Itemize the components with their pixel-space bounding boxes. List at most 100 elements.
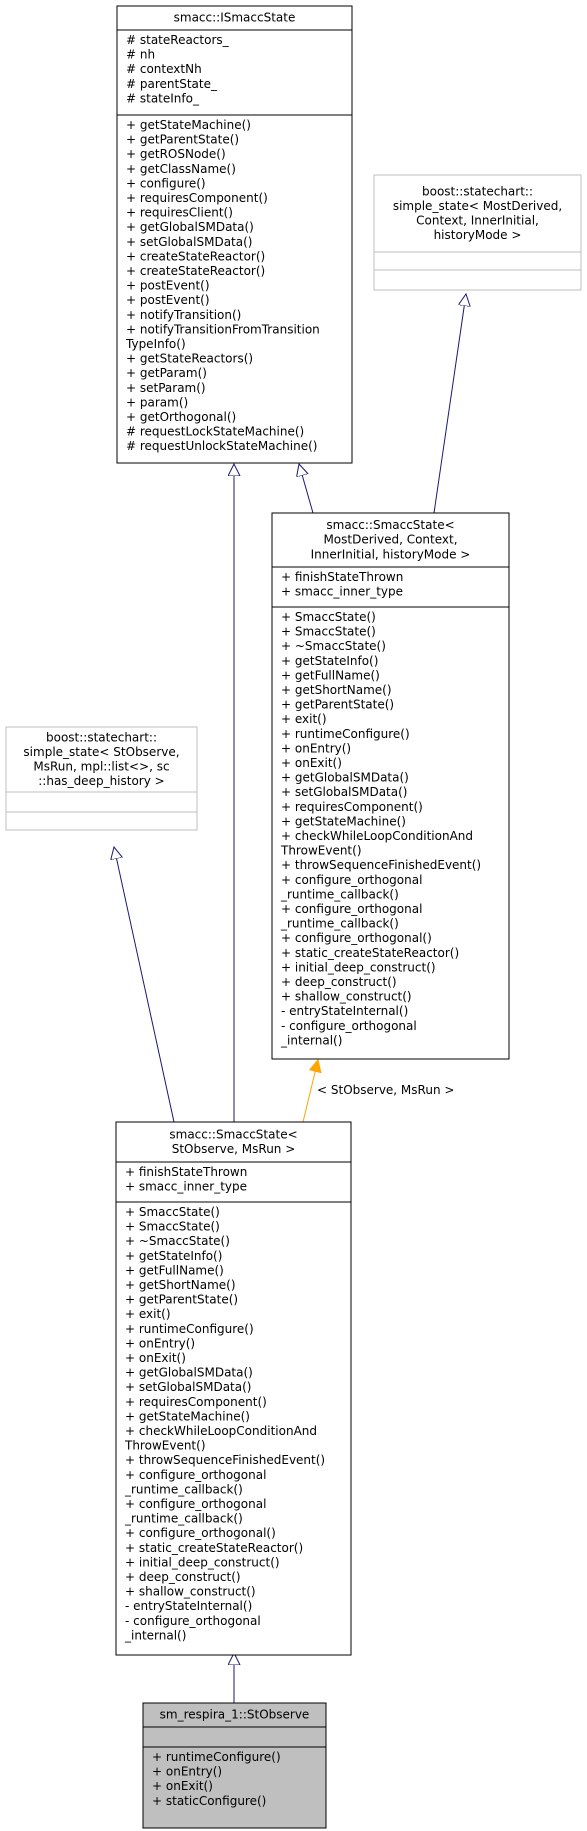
class-method: + getParentState() bbox=[126, 133, 239, 147]
class-method: + shallow_construct() bbox=[281, 990, 412, 1004]
class-method: + runtimeConfigure() bbox=[125, 1322, 254, 1336]
class-method: + static_createStateReactor() bbox=[125, 1541, 303, 1555]
class-method: + getROSNode() bbox=[126, 147, 226, 161]
class-method: + setGlobalSMData() bbox=[281, 785, 407, 799]
class-title-line: smacc::ISmaccState bbox=[174, 11, 296, 25]
class-method: + getStateInfo() bbox=[281, 654, 378, 668]
class-method: _internal() bbox=[124, 1628, 186, 1642]
class-title-line: boost::statechart:: bbox=[422, 184, 533, 198]
class-title-line: MostDerived, Context, bbox=[323, 533, 457, 547]
class-method: + onEntry() bbox=[281, 741, 351, 755]
class-title-line: MsRun, mpl::list<>, sc bbox=[33, 760, 169, 774]
class-method: + runtimeConfigure() bbox=[281, 727, 410, 741]
class-box-smacc-concrete[interactable]: smacc::SmaccState<StObserve, MsRun >+ fi… bbox=[115, 1121, 352, 1656]
class-method: + deep_construct() bbox=[281, 975, 397, 989]
edge-label-template-binding: < StObserve, MsRun > bbox=[317, 1083, 454, 1097]
class-boxes: smacc::ISmaccState# stateReactors_# nh# … bbox=[5, 5, 582, 1829]
class-method: - configure_orthogonal bbox=[125, 1614, 261, 1628]
class-method: + onExit() bbox=[125, 1351, 186, 1365]
class-method: + SmaccState() bbox=[125, 1205, 220, 1219]
class-method: + static_createStateReactor() bbox=[281, 946, 459, 960]
edge-smacc-concrete-to-boost-concrete bbox=[114, 847, 175, 1123]
class-method: + getStateMachine() bbox=[125, 1409, 250, 1423]
class-method: + runtimeConfigure() bbox=[152, 1750, 281, 1764]
class-method: + ~SmaccState() bbox=[281, 639, 386, 653]
class-method: - entryStateInternal() bbox=[281, 1004, 408, 1018]
class-method: + getClassName() bbox=[126, 162, 236, 176]
class-attribute: # stateReactors_ bbox=[126, 33, 230, 47]
class-method: + configure_orthogonal bbox=[125, 1468, 266, 1482]
class-method: + getParam() bbox=[126, 366, 207, 380]
class-method: + configure_orthogonal() bbox=[125, 1526, 276, 1540]
class-method: + exit() bbox=[125, 1307, 171, 1321]
class-method: + getStateReactors() bbox=[126, 352, 253, 366]
class-box-stobserve[interactable]: sm_respira_1::StObserve+ runtimeConfigur… bbox=[142, 1702, 327, 1829]
class-method: + setGlobalSMData() bbox=[126, 235, 252, 249]
class-title-line: Context, InnerInitial, bbox=[416, 214, 539, 228]
class-method: + configure_orthogonal bbox=[125, 1497, 266, 1511]
class-method: _internal() bbox=[280, 1033, 342, 1047]
class-method: - configure_orthogonal bbox=[281, 1019, 417, 1033]
class-title-line: ::has_deep_history > bbox=[38, 774, 164, 788]
class-method: + getGlobalSMData() bbox=[126, 220, 254, 234]
class-title-line: InnerInitial, historyMode > bbox=[311, 547, 471, 561]
class-method: + SmaccState() bbox=[125, 1220, 220, 1234]
class-title-line: simple_state< StObserve, bbox=[23, 745, 179, 759]
class-method: + notifyTransition() bbox=[126, 308, 241, 322]
class-method: - entryStateInternal() bbox=[125, 1599, 252, 1613]
class-title-line: smacc::SmaccState< bbox=[169, 1127, 297, 1141]
class-method: + onEntry() bbox=[152, 1765, 222, 1779]
class-method: + initial_deep_construct() bbox=[125, 1555, 280, 1569]
class-method: + exit() bbox=[281, 712, 327, 726]
class-attribute: # contextNh bbox=[126, 62, 202, 76]
class-title-line: historyMode > bbox=[434, 228, 522, 242]
class-box-boost-concrete[interactable]: boost::statechart::simple_state< StObser… bbox=[5, 726, 198, 831]
class-attribute: # nh bbox=[126, 48, 155, 62]
class-title-line: StObserve, MsRun > bbox=[172, 1142, 296, 1156]
class-method: + requiresComponent() bbox=[125, 1395, 267, 1409]
class-method: + getShortName() bbox=[281, 683, 392, 697]
class-box-frame bbox=[373, 174, 582, 291]
class-box-smacc-generic[interactable]: smacc::SmaccState<MostDerived, Context,I… bbox=[271, 512, 510, 1060]
class-method: + configure_orthogonal bbox=[281, 873, 422, 887]
class-method: ThrowEvent() bbox=[124, 1439, 206, 1453]
class-method: _runtime_callback() bbox=[280, 917, 399, 931]
edge-smacc-generic-to-ismacc bbox=[299, 464, 314, 514]
class-method: + createStateReactor() bbox=[126, 249, 265, 263]
class-method: + SmaccState() bbox=[281, 610, 376, 624]
class-attribute: # parentState_ bbox=[126, 77, 218, 91]
class-method: + getStateInfo() bbox=[125, 1249, 222, 1263]
class-method: + getGlobalSMData() bbox=[125, 1366, 253, 1380]
class-method: + throwSequenceFinishedEvent() bbox=[125, 1453, 325, 1467]
class-method: + configure_orthogonal bbox=[281, 902, 422, 916]
class-method: + param() bbox=[126, 395, 188, 409]
class-box-frame bbox=[271, 512, 510, 1060]
class-method: + throwSequenceFinishedEvent() bbox=[281, 858, 481, 872]
class-title-line: sm_respira_1::StObserve bbox=[160, 1708, 310, 1722]
class-method: + getGlobalSMData() bbox=[281, 771, 409, 785]
class-method: + configure_orthogonal() bbox=[281, 931, 432, 945]
class-title-line: boost::statechart:: bbox=[46, 730, 157, 744]
class-method: + getFullName() bbox=[281, 668, 380, 682]
class-title-line: smacc::SmaccState< bbox=[326, 518, 454, 532]
class-method: + requiresComponent() bbox=[281, 800, 423, 814]
class-method: + deep_construct() bbox=[125, 1570, 241, 1584]
class-method: + requiresComponent() bbox=[126, 191, 268, 205]
class-method: + SmaccState() bbox=[281, 625, 376, 639]
class-method: + getParentState() bbox=[281, 698, 394, 712]
class-method: + onExit() bbox=[281, 756, 342, 770]
class-method: + notifyTransitionFromTransition bbox=[126, 322, 320, 336]
class-method: _runtime_callback() bbox=[280, 887, 399, 901]
class-box-boost-generic[interactable]: boost::statechart::simple_state< MostDer… bbox=[373, 174, 582, 291]
class-method: + getParentState() bbox=[125, 1293, 238, 1307]
class-method: + postEvent() bbox=[126, 293, 210, 307]
class-box-ismacc[interactable]: smacc::ISmaccState# stateReactors_# nh# … bbox=[116, 5, 353, 464]
class-method: + checkWhileLoopConditionAnd bbox=[281, 829, 473, 843]
class-method: + setParam() bbox=[126, 381, 206, 395]
class-box-frame bbox=[115, 1121, 352, 1656]
class-method: ThrowEvent() bbox=[280, 844, 362, 858]
class-method: + onEntry() bbox=[125, 1336, 195, 1350]
class-method: + getOrthogonal() bbox=[126, 410, 236, 424]
class-method: TypeInfo() bbox=[125, 337, 186, 351]
